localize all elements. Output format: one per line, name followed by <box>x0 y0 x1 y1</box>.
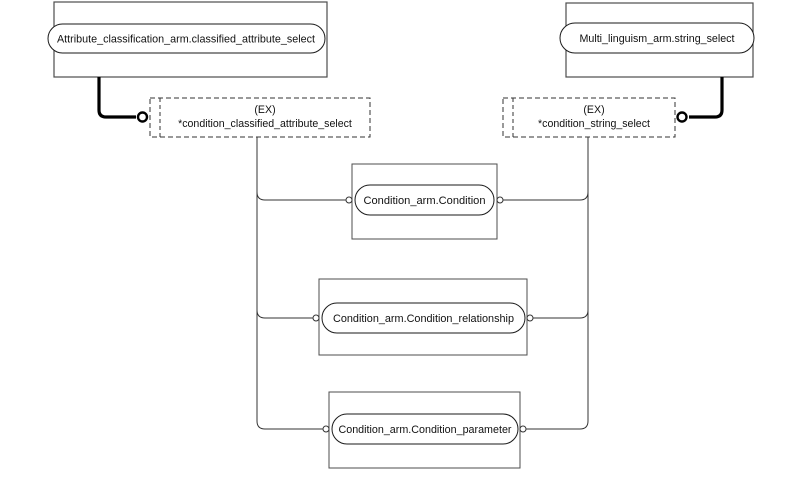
external-def-label: *condition_string_select <box>538 118 650 130</box>
wire-branch <box>256 191 346 201</box>
schema-ref-multi-linguism: Multi_linguism_arm.string_select <box>559 2 755 78</box>
wire-trunk-left <box>256 137 346 430</box>
select-type-stadium <box>559 22 755 54</box>
wire-branch <box>256 309 313 319</box>
attach-circle-right <box>526 314 534 322</box>
schema-ref-attribute-classification: Attribute_classification_arm.classified_… <box>47 1 328 78</box>
thick-connector-right <box>689 77 724 119</box>
entity-label: Condition_arm.Condition_parameter <box>339 424 512 436</box>
entity-label: Condition_arm.Condition_relationship <box>333 313 514 325</box>
entity-condition: Condition_arm.Condition <box>345 163 504 240</box>
entity-stadium <box>331 413 519 445</box>
connector-circle-left <box>136 111 149 123</box>
wire-branch <box>533 309 589 319</box>
external-def-label: *condition_classified_attribute_select <box>178 118 352 130</box>
thick-connector-left <box>97 77 136 119</box>
external-def-rect <box>149 97 371 138</box>
wire-branch <box>526 420 589 430</box>
entity-stadium <box>321 302 526 334</box>
select-type-stadium <box>47 23 326 54</box>
attach-circle-left <box>312 314 320 322</box>
attach-circle-right <box>496 196 504 204</box>
connector-circle-right <box>676 111 688 123</box>
attach-circle-left <box>322 425 330 433</box>
schema-ref-label: Multi_linguism_arm.string_select <box>580 33 735 45</box>
schema-ref-label: Attribute_classification_arm.classified_… <box>57 34 315 46</box>
external-def-string-select: (EX) *condition_string_select <box>502 97 676 138</box>
entity-condition-parameter: Condition_arm.Condition_parameter <box>322 391 527 469</box>
wire-branch <box>503 191 589 201</box>
attach-circle-right <box>519 425 527 433</box>
wire-branch <box>256 420 323 430</box>
entity-condition-relationship: Condition_arm.Condition_relationship <box>312 278 534 356</box>
attach-circle-left <box>345 196 353 204</box>
entity-label: Condition_arm.Condition <box>364 195 486 207</box>
external-def-tag: (EX) <box>254 104 275 116</box>
external-def-classified-attribute: (EX) *condition_classified_attribute_sel… <box>149 97 371 138</box>
wire-trunk-right <box>503 137 589 430</box>
entity-stadium <box>354 184 495 216</box>
external-def-tag: (EX) <box>583 104 604 116</box>
external-def-rect <box>502 97 676 138</box>
